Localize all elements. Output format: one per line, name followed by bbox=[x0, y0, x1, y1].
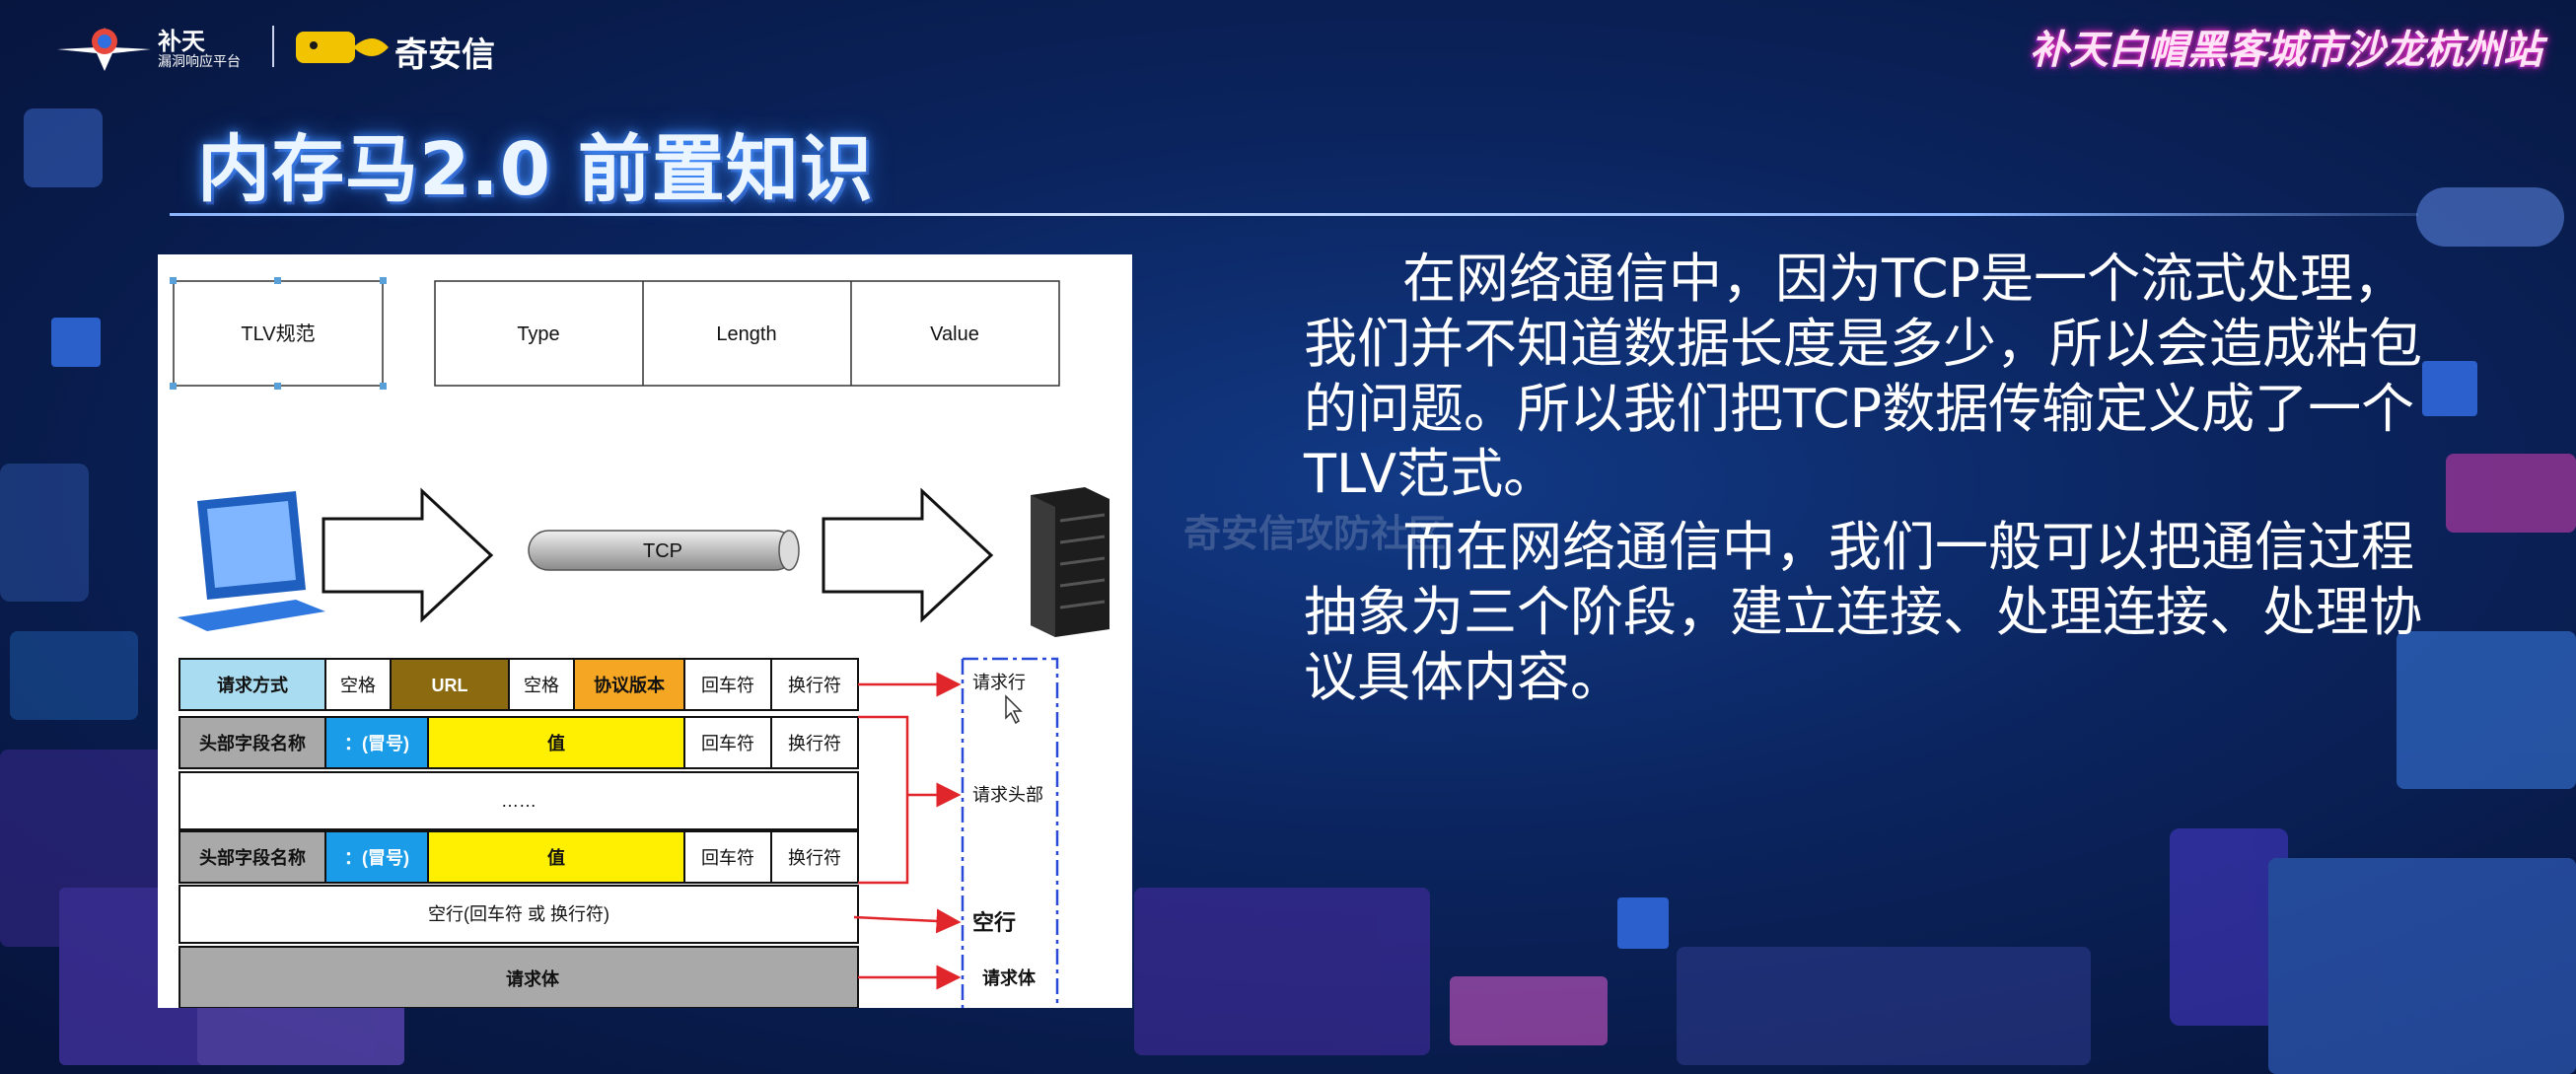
cell-protocol-version: 协议版本 bbox=[594, 675, 665, 695]
cell-cr: 回车符 bbox=[701, 848, 754, 868]
cell-header-name: 头部字段名称 bbox=[199, 733, 306, 753]
cell-url: URL bbox=[432, 676, 468, 695]
cell-method: 请求方式 bbox=[217, 675, 288, 695]
tlv-value: Value bbox=[930, 323, 979, 345]
cell-blank-line: 空行(回车符 或 换行符) bbox=[428, 904, 609, 924]
title-divider bbox=[170, 213, 2418, 216]
tlv-spec-box bbox=[173, 280, 384, 387]
body-text: 在网络通信中，因为TCP是一个流式处理，我们并不知道数据长度是多少，所以会造成粘… bbox=[1304, 247, 2438, 718]
event-title: 补天白帽黑客城市沙龙杭州站 bbox=[2030, 28, 2542, 73]
tlv-spec-label: TLV规范 bbox=[241, 322, 315, 345]
cell-request-body: 请求体 bbox=[506, 968, 560, 989]
qax-mascot-logo bbox=[296, 32, 389, 63]
logo-divider bbox=[272, 26, 274, 67]
paragraph-stages: 而在网络通信中，我们一般可以把通信过程抽象为三个阶段，建立连接、处理连接、处理协… bbox=[1304, 516, 2422, 708]
arrow-right-icon bbox=[822, 487, 994, 623]
label-request-headers: 请求头部 bbox=[972, 785, 1043, 805]
label-request-body: 请求体 bbox=[982, 967, 1037, 988]
server-icon bbox=[1031, 487, 1109, 637]
arrow-right-icon bbox=[322, 487, 494, 623]
cell-cr: 回车符 bbox=[701, 734, 754, 753]
request-table bbox=[179, 658, 859, 1008]
label-request-line: 请求行 bbox=[972, 673, 1026, 692]
cell-colon: ：(冒号) bbox=[344, 734, 409, 753]
cell-value: 值 bbox=[547, 847, 565, 868]
watermark: 奇安信攻防社区 bbox=[1183, 512, 1447, 555]
cell-space: 空格 bbox=[524, 676, 559, 695]
cell-colon: ：(冒号) bbox=[344, 848, 409, 868]
red-connectors bbox=[853, 672, 962, 990]
mouse-cursor-icon bbox=[1005, 694, 1023, 725]
butian-subtitle: 漏洞响应平台 bbox=[158, 54, 241, 70]
laptop-icon bbox=[178, 491, 325, 631]
protocol-diagram-svg: TLV规范 Type Length Value TCP bbox=[170, 277, 1109, 1008]
cell-cr: 回车符 bbox=[701, 676, 754, 695]
qax-name: 奇安信 bbox=[394, 36, 495, 75]
butian-name: 补天 bbox=[158, 28, 205, 55]
butian-logo bbox=[57, 28, 151, 71]
cell-lf: 换行符 bbox=[788, 848, 841, 868]
label-blank-line: 空行 bbox=[972, 910, 1016, 935]
tlv-selection-handles bbox=[170, 277, 387, 390]
tlv-type: Type bbox=[517, 323, 559, 345]
tlv-fields-box bbox=[434, 280, 1060, 387]
paragraph-tlv: 在网络通信中，因为TCP是一个流式处理，我们并不知道数据长度是多少，所以会造成粘… bbox=[1304, 248, 2422, 505]
tlv-length: Length bbox=[716, 323, 776, 345]
tcp-label: TCP bbox=[643, 540, 682, 562]
tcp-pipe bbox=[528, 530, 800, 571]
cell-lf: 换行符 bbox=[788, 734, 841, 753]
cell-lf: 换行符 bbox=[788, 676, 841, 695]
protocol-diagram: TLV规范 Type Length Value TCP bbox=[158, 254, 1132, 1008]
cell-header-name: 头部字段名称 bbox=[199, 847, 306, 868]
cell-ellipsis: …… bbox=[501, 791, 537, 811]
cell-space: 空格 bbox=[340, 676, 376, 695]
cell-value: 值 bbox=[547, 733, 565, 753]
request-bracket bbox=[961, 657, 1059, 1008]
page-title: 内存马2.0 前置知识 bbox=[197, 127, 874, 212]
